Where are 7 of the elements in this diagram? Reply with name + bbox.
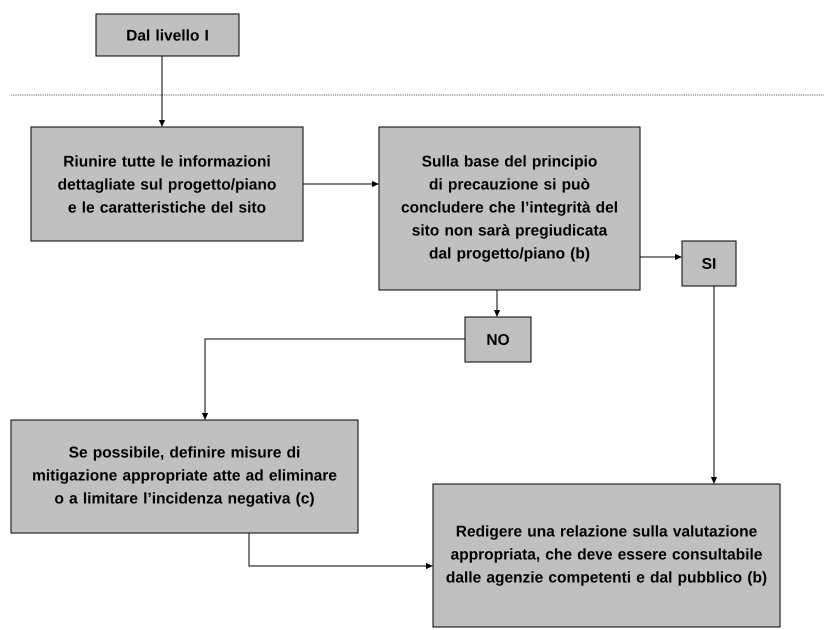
answer-box: NO xyxy=(464,316,532,362)
process-box: Dal livello I xyxy=(96,14,240,56)
process-box: Se possibile, definire misure di mitigazione appropriate atte ad eliminare o a limitare l’incidenza negativa (c) xyxy=(10,420,358,534)
answer-box: SI xyxy=(682,240,736,286)
process-box: Redigere una relazione sulla valutazione appropriata, che deve essere consultabile dalle agenzie competenti e dal pubblico (b) xyxy=(432,484,780,628)
process-box: Riunire tutte le informazioni dettagliate sul progetto/piano e le caratteristiche del sito xyxy=(30,126,304,242)
process-box: Sulla base del principio di precauzione si può concludere che l’integrità del sito non sarà pregiudicata dal progetto/piano (b) xyxy=(378,126,640,290)
